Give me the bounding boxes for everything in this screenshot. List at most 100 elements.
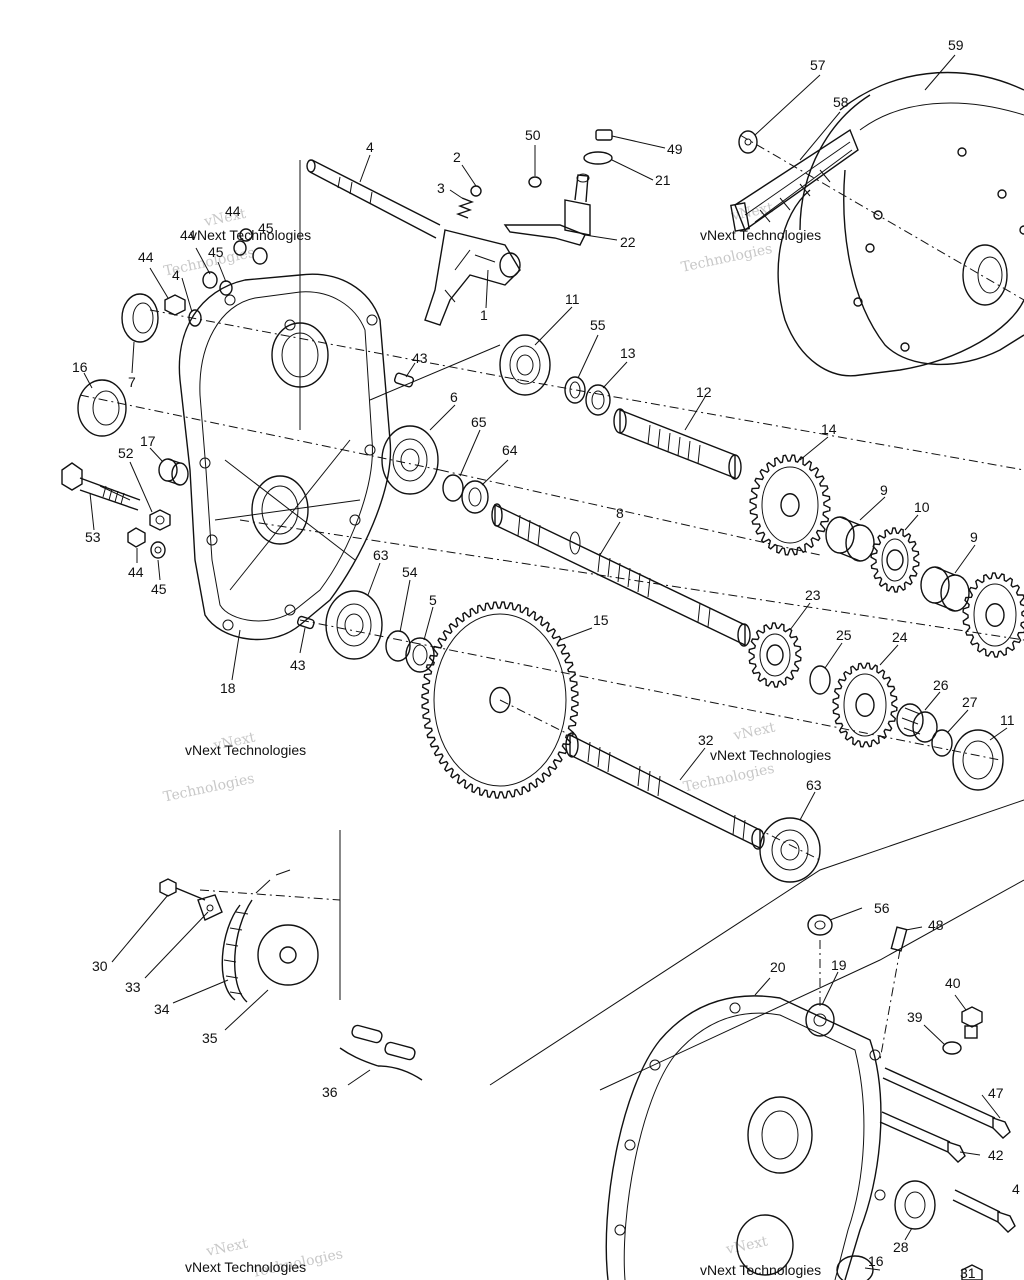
watermark-mid-left: vNext Technologies: [162, 730, 257, 806]
bearing-63-left: [325, 590, 383, 660]
gear-23: [748, 622, 802, 688]
needle-bearing-26: [896, 703, 938, 743]
callout-54: 54: [402, 564, 418, 580]
callout-12: 12: [696, 384, 712, 400]
callout-9-lower: 9: [970, 529, 978, 545]
seal-ring-21: [583, 151, 613, 165]
callout-33: 33: [125, 979, 141, 995]
callout-45-top: 45: [258, 220, 274, 236]
callout-44-left: 44: [138, 249, 154, 265]
callout-11-bottom: 11: [1000, 712, 1015, 728]
bearing-6: [381, 425, 439, 495]
washer-5: [405, 637, 435, 673]
callout-16-left: 16: [72, 359, 88, 375]
callout-16-right: 16: [868, 1253, 884, 1269]
callout-23: 23: [805, 587, 821, 603]
clutch-59: [777, 71, 1024, 377]
detent-ball-2: [470, 185, 482, 197]
callout-2: 2: [453, 149, 461, 165]
shift-arm-22: [503, 173, 591, 246]
callout-45-lower: 45: [151, 581, 167, 597]
gear-right-edge: [962, 572, 1024, 658]
washer-13: [585, 384, 611, 416]
master-link-36: [339, 1024, 423, 1081]
seal-16-right: [836, 1255, 874, 1280]
gear-14: [749, 454, 831, 556]
watermark-caption: vNext Technologies: [700, 227, 821, 243]
callout-52: 52: [118, 445, 134, 461]
callout-32: 32: [698, 732, 714, 748]
oil-seal-16: [77, 379, 127, 437]
callout-19: 19: [831, 957, 847, 973]
callout-13: 13: [620, 345, 636, 361]
watermark-technologies: Technologies: [162, 771, 256, 806]
watermark-vnext: vNext: [204, 1236, 250, 1261]
callout-44-top: 44: [225, 203, 241, 219]
callout-39: 39: [907, 1009, 923, 1025]
watermark-technologies: Technologies: [680, 241, 774, 276]
shift-fork-1: [424, 229, 521, 326]
callout-65: 65: [471, 414, 487, 430]
callout-labels: 4 2 3 50 49 21 22 1 57 58 59 11 55 13 12…: [72, 37, 1020, 1280]
watermark-bottom-right: vNext: [724, 1233, 770, 1258]
callout-1: 1: [480, 307, 488, 323]
washer-64: [461, 480, 489, 514]
callout-58: 58: [833, 94, 849, 110]
callout-31: 31: [960, 1265, 976, 1280]
callout-35: 35: [202, 1030, 218, 1046]
bearing-11-bottom: [952, 729, 1004, 791]
bushing-17: [158, 458, 189, 486]
callout-57: 57: [810, 57, 826, 73]
callout-50: 50: [525, 127, 541, 143]
watermark-caption: vNext Technologies: [710, 747, 831, 763]
callout-42: 42: [988, 1147, 1004, 1163]
callout-64: 64: [502, 442, 518, 458]
drive-belt-58: [730, 128, 859, 232]
callout-34: 34: [154, 1001, 170, 1017]
gear-15: [421, 601, 579, 799]
callout-59: 59: [948, 37, 964, 53]
washer-54: [385, 630, 411, 662]
watermark-technologies: Technologies: [682, 761, 776, 796]
callout-21: 21: [655, 172, 671, 188]
watermark-caption: vNext Technologies: [185, 742, 306, 758]
callout-4-small: 4: [172, 267, 180, 283]
drain-plug-40: [961, 1006, 983, 1039]
watermark-caption: vNext Technologies: [190, 227, 311, 243]
pin-48: [890, 926, 908, 952]
callout-9-upper: 9: [880, 482, 888, 498]
watermark-caption: vNext Technologies: [185, 1259, 306, 1275]
callout-63-left: 63: [373, 547, 389, 563]
dowel-pin-43-bottom: [296, 615, 315, 630]
washer-39: [942, 1041, 962, 1055]
detent-spring-3: [455, 197, 475, 219]
callout-11-top: 11: [565, 291, 580, 307]
bolt-53: [61, 462, 141, 511]
callout-47: 47: [988, 1085, 1004, 1101]
callout-45-mid: 45: [208, 244, 224, 260]
oil-seal-7: [121, 293, 159, 343]
callout-5: 5: [429, 592, 437, 608]
gear-10: [870, 527, 920, 593]
leader-lines: [83, 54, 1008, 1271]
callout-40: 40: [945, 975, 961, 991]
bolt-42: [879, 1111, 966, 1163]
callout-63-right: 63: [806, 777, 822, 793]
breather-56: [807, 914, 833, 936]
shift-rod-4: [306, 159, 441, 239]
pin-50: [528, 176, 542, 188]
bolt-41: [952, 1189, 1016, 1233]
washer-27: [931, 729, 953, 757]
bushing-9-upper: [825, 516, 875, 562]
watermark-vnext: vNext: [724, 1233, 770, 1258]
callout-56: 56: [874, 900, 890, 916]
seal-28: [894, 1180, 936, 1230]
callout-53: 53: [85, 529, 101, 545]
bearing-63-right: [759, 817, 821, 883]
callout-15: 15: [593, 612, 609, 628]
lock-tab-33: [197, 894, 223, 921]
callout-49: 49: [667, 141, 683, 157]
bolt-47: [882, 1067, 1011, 1139]
right-case-half-20: [605, 995, 886, 1280]
callout-27: 27: [962, 694, 978, 710]
